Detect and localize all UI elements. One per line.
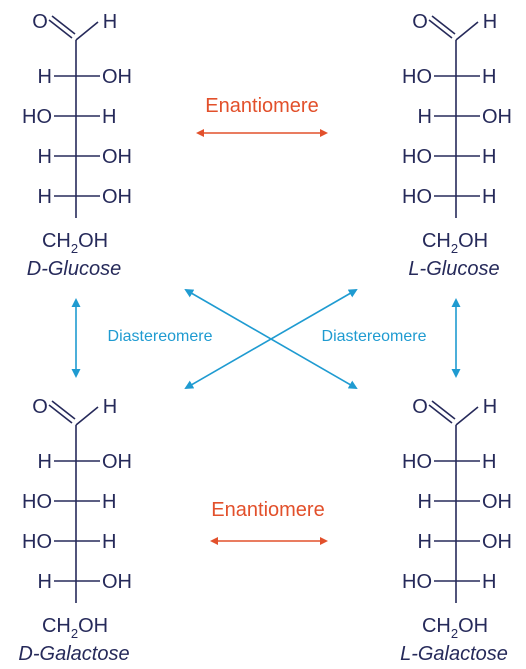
molecule-name: L-Glucose — [408, 258, 499, 280]
aldehyde-oxygen: O — [412, 396, 428, 418]
terminal-ch2oh: CH2OH — [42, 230, 108, 256]
aldehyde-double-bond-b — [51, 15, 76, 35]
aldehyde-hydrogen: H — [483, 11, 497, 33]
stereocenter-right-group: H — [102, 106, 116, 128]
aldehyde-double-bond-b — [431, 15, 456, 35]
stereocenter-right-group: H — [102, 531, 116, 553]
stereocenter-left-group: H — [38, 66, 52, 88]
stereocenter-left-group: HO — [22, 491, 52, 513]
aldehyde-double-bond-a — [48, 404, 73, 424]
terminal-oh: OH — [458, 230, 488, 252]
stereocenter-left-group: H — [418, 491, 432, 513]
stereocenter-right-group: OH — [102, 146, 132, 168]
enantiomer-label-bottom: Enantiomere — [211, 499, 324, 521]
molecule-name: D-Glucose — [27, 258, 121, 280]
stereocenter-left-group: HO — [402, 451, 432, 473]
terminal-ch2oh: CH2OH — [42, 615, 108, 641]
terminal-oh: OH — [78, 615, 108, 637]
enantiomer-label-top: Enantiomere — [205, 95, 318, 117]
stereocenter-right-group: H — [482, 146, 496, 168]
terminal-ch: CH — [42, 230, 71, 252]
stereocenter-left-group: HO — [402, 571, 432, 593]
stereocenter-right-group: H — [482, 571, 496, 593]
molecule-name: L-Galactose — [400, 643, 508, 665]
stereocenter-left-group: H — [418, 106, 432, 128]
stereocenter-right-group: H — [482, 186, 496, 208]
stereocenter-right-group: H — [482, 66, 496, 88]
stereocenter-left-group: HO — [402, 186, 432, 208]
terminal-ch: CH — [42, 615, 71, 637]
stereocenter-right-group: H — [102, 491, 116, 513]
aldehyde-double-bond-b — [51, 400, 76, 420]
stereocenter-left-group: H — [38, 451, 52, 473]
aldehyde-double-bond-a — [48, 19, 73, 39]
terminal-ch: CH — [422, 615, 451, 637]
terminal-subscript: 2 — [71, 626, 78, 641]
aldehyde-oxygen: O — [32, 11, 48, 33]
stereocenter-right-group: OH — [102, 66, 132, 88]
terminal-subscript: 2 — [71, 241, 78, 256]
stereocenter-left-group: H — [418, 531, 432, 553]
terminal-subscript: 2 — [451, 241, 458, 256]
aldehyde-single-bond — [455, 21, 479, 41]
stereocenter-right-group: OH — [482, 106, 512, 128]
terminal-ch2oh: CH2OH — [422, 615, 488, 641]
stereocenter-right-group: OH — [102, 186, 132, 208]
stereocenter-left-group: HO — [22, 106, 52, 128]
aldehyde-single-bond — [75, 406, 99, 426]
stereocenter-left-group: H — [38, 146, 52, 168]
aldehyde-oxygen: O — [32, 396, 48, 418]
stereocenter-right-group: H — [482, 451, 496, 473]
aldehyde-single-bond — [455, 406, 479, 426]
aldehyde-hydrogen: H — [103, 396, 117, 418]
stereocenter-right-group: OH — [482, 531, 512, 553]
aldehyde-oxygen: O — [412, 11, 428, 33]
diastereomer-label-right: Diastereomere — [322, 328, 427, 345]
aldehyde-hydrogen: H — [483, 396, 497, 418]
terminal-oh: OH — [78, 230, 108, 252]
terminal-oh: OH — [458, 615, 488, 637]
diastereomer-arrow-diagonal-up — [184, 289, 358, 389]
terminal-ch2oh: CH2OH — [422, 230, 488, 256]
aldehyde-double-bond-b — [431, 400, 456, 420]
terminal-ch: CH — [422, 230, 451, 252]
stereocenter-left-group: H — [38, 571, 52, 593]
stereocenter-left-group: HO — [402, 146, 432, 168]
diastereomer-label-left: Diastereomere — [108, 328, 213, 345]
terminal-subscript: 2 — [451, 626, 458, 641]
stereocenter-right-group: OH — [482, 491, 512, 513]
aldehyde-double-bond-a — [428, 19, 453, 39]
stereocenter-left-group: H — [38, 186, 52, 208]
stereocenter-left-group: HO — [402, 66, 432, 88]
aldehyde-hydrogen: H — [103, 11, 117, 33]
aldehyde-double-bond-a — [428, 404, 453, 424]
stereocenter-right-group: OH — [102, 451, 132, 473]
molecule-name: D-Galactose — [18, 643, 129, 665]
stereocenter-right-group: OH — [102, 571, 132, 593]
stereocenter-left-group: HO — [22, 531, 52, 553]
aldehyde-single-bond — [75, 21, 99, 41]
